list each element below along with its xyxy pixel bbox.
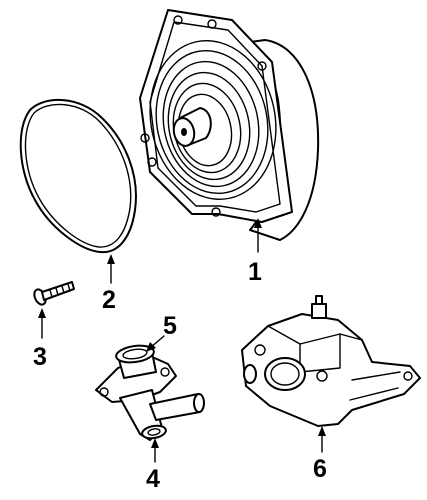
callout-2: 2 bbox=[102, 286, 116, 314]
callout-1: 1 bbox=[248, 258, 262, 286]
gasket-part bbox=[19, 99, 137, 284]
callout-4: 4 bbox=[146, 465, 160, 493]
water-pump-part bbox=[139, 9, 320, 253]
callout-6: 6 bbox=[313, 455, 327, 483]
callout-5: 5 bbox=[163, 312, 177, 340]
outlet-housing-part bbox=[241, 295, 421, 453]
thermostat-housing-part bbox=[95, 335, 205, 463]
callout-3: 3 bbox=[33, 343, 47, 371]
bolt-part bbox=[33, 281, 75, 339]
